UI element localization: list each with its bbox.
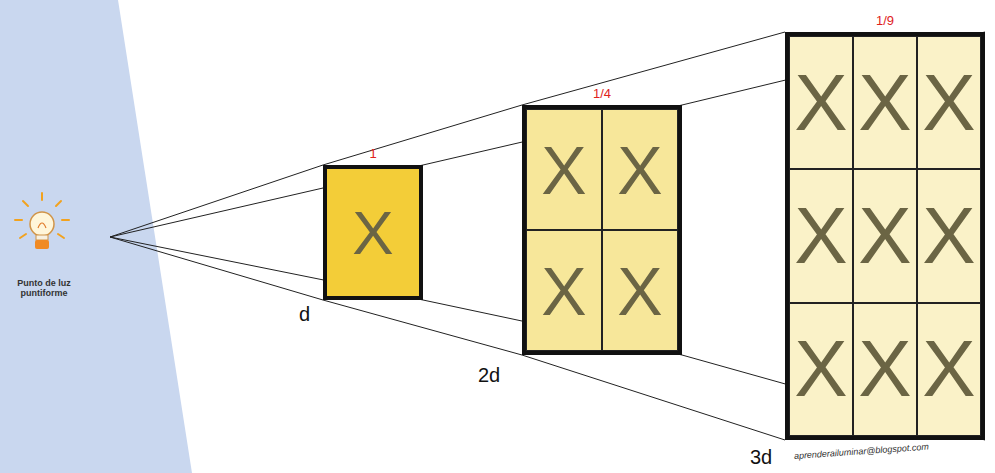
area-cell: X: [789, 169, 853, 302]
area-cell: X: [602, 230, 678, 351]
area-cell: X: [917, 36, 981, 169]
area-cell: X: [602, 109, 678, 230]
watermark: aprenderailuminar@blogspot.com: [794, 443, 930, 462]
area-cell: X: [789, 303, 853, 436]
illuminated-panel: 1X: [323, 165, 423, 300]
light-bulb-icon: [15, 193, 69, 249]
area-mark: X: [617, 136, 662, 204]
illuminated-panel: 1/9XXXXXXXXX: [785, 32, 985, 440]
area-cell: X: [853, 169, 917, 302]
fraction-label: 1/4: [526, 87, 678, 100]
area-mark: X: [352, 202, 393, 264]
area-mark: X: [617, 257, 662, 325]
area-mark: X: [794, 196, 847, 276]
area-cell: X: [327, 169, 419, 296]
area-mark: X: [922, 63, 975, 143]
light-ray: [110, 32, 785, 237]
area-mark: X: [922, 329, 975, 409]
area-mark: X: [794, 63, 847, 143]
light-ray: [110, 237, 785, 440]
area-mark: X: [794, 329, 847, 409]
area-mark: X: [922, 196, 975, 276]
area-mark: X: [858, 63, 911, 143]
illuminated-panel: 1/4XXXX: [522, 105, 682, 355]
area-cell: X: [853, 36, 917, 169]
area-mark: X: [858, 329, 911, 409]
distance-label: 3d: [750, 446, 772, 468]
area-mark: X: [858, 196, 911, 276]
area-cell: X: [789, 36, 853, 169]
area-cell: X: [917, 169, 981, 302]
area-mark: X: [541, 136, 586, 204]
source-label: Punto de luz puntiforme: [6, 279, 82, 299]
area-cell: X: [526, 109, 602, 230]
area-mark: X: [541, 257, 586, 325]
area-cell: X: [853, 303, 917, 436]
fraction-label: 1: [327, 147, 419, 160]
light-rays: [110, 32, 985, 440]
area-cell: X: [526, 230, 602, 351]
area-cell: X: [917, 303, 981, 436]
fraction-label: 1/9: [789, 14, 981, 27]
background-band: [0, 0, 192, 473]
distance-label: d: [299, 303, 310, 325]
distance-label: 2d: [478, 364, 500, 386]
